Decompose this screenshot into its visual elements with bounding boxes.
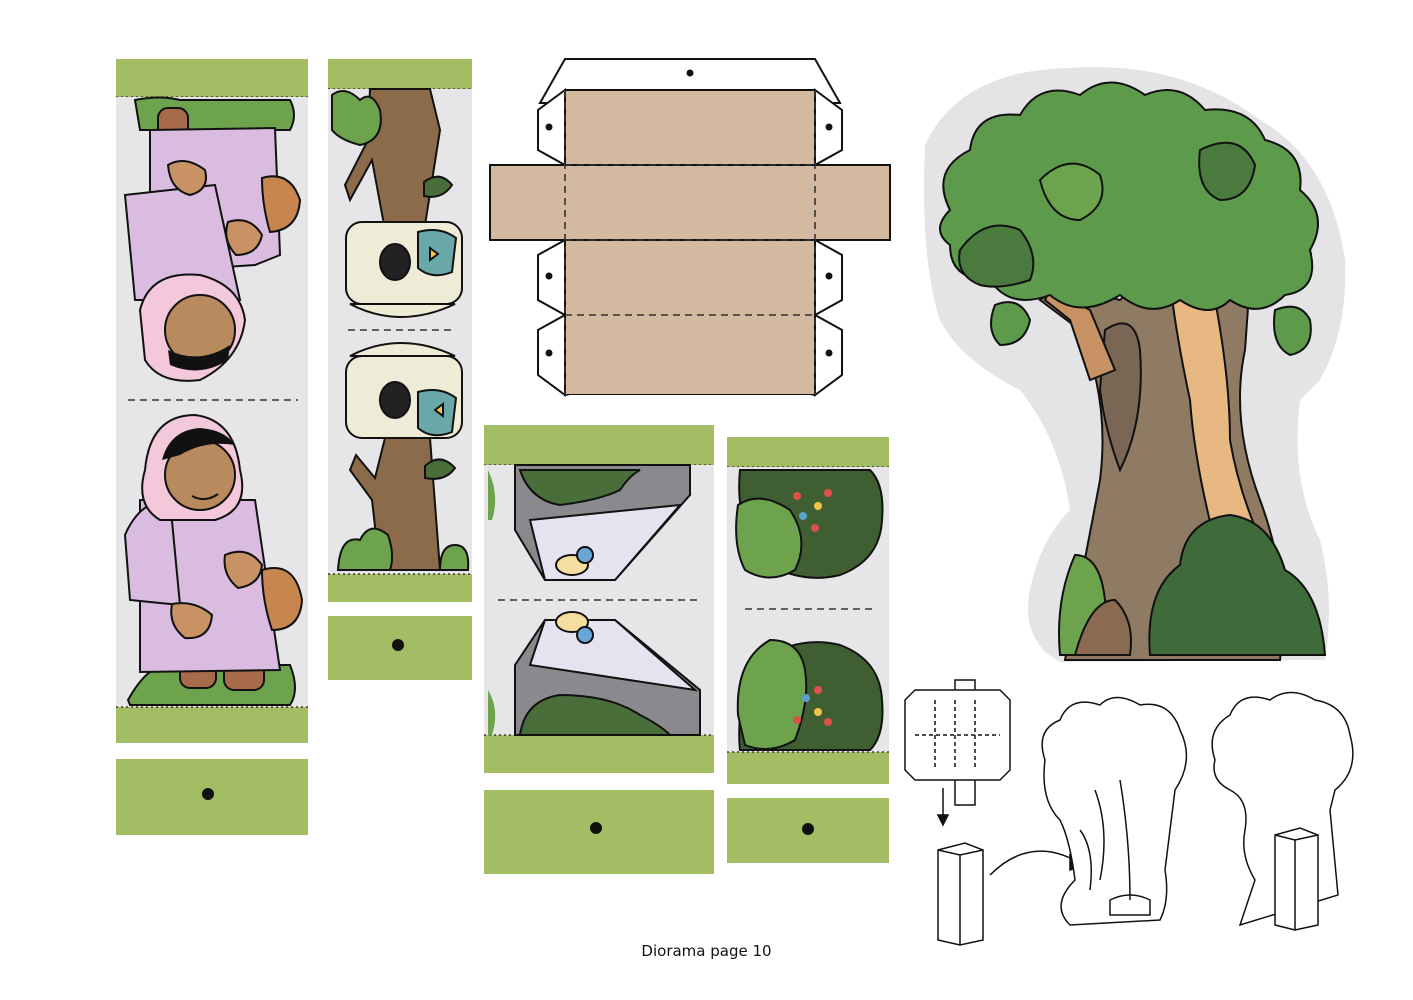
woman-figure-top xyxy=(123,96,302,382)
page-caption: Diorama page 10 xyxy=(641,942,772,960)
box-net xyxy=(489,58,891,398)
big-tree xyxy=(924,67,1346,662)
bush-strip xyxy=(727,437,889,863)
woman-strip xyxy=(116,59,308,835)
woman-figure-bottom xyxy=(123,413,304,706)
rock-strip xyxy=(484,425,714,874)
assembly-instructions xyxy=(904,679,1354,946)
birdhouse-strip xyxy=(328,59,472,680)
